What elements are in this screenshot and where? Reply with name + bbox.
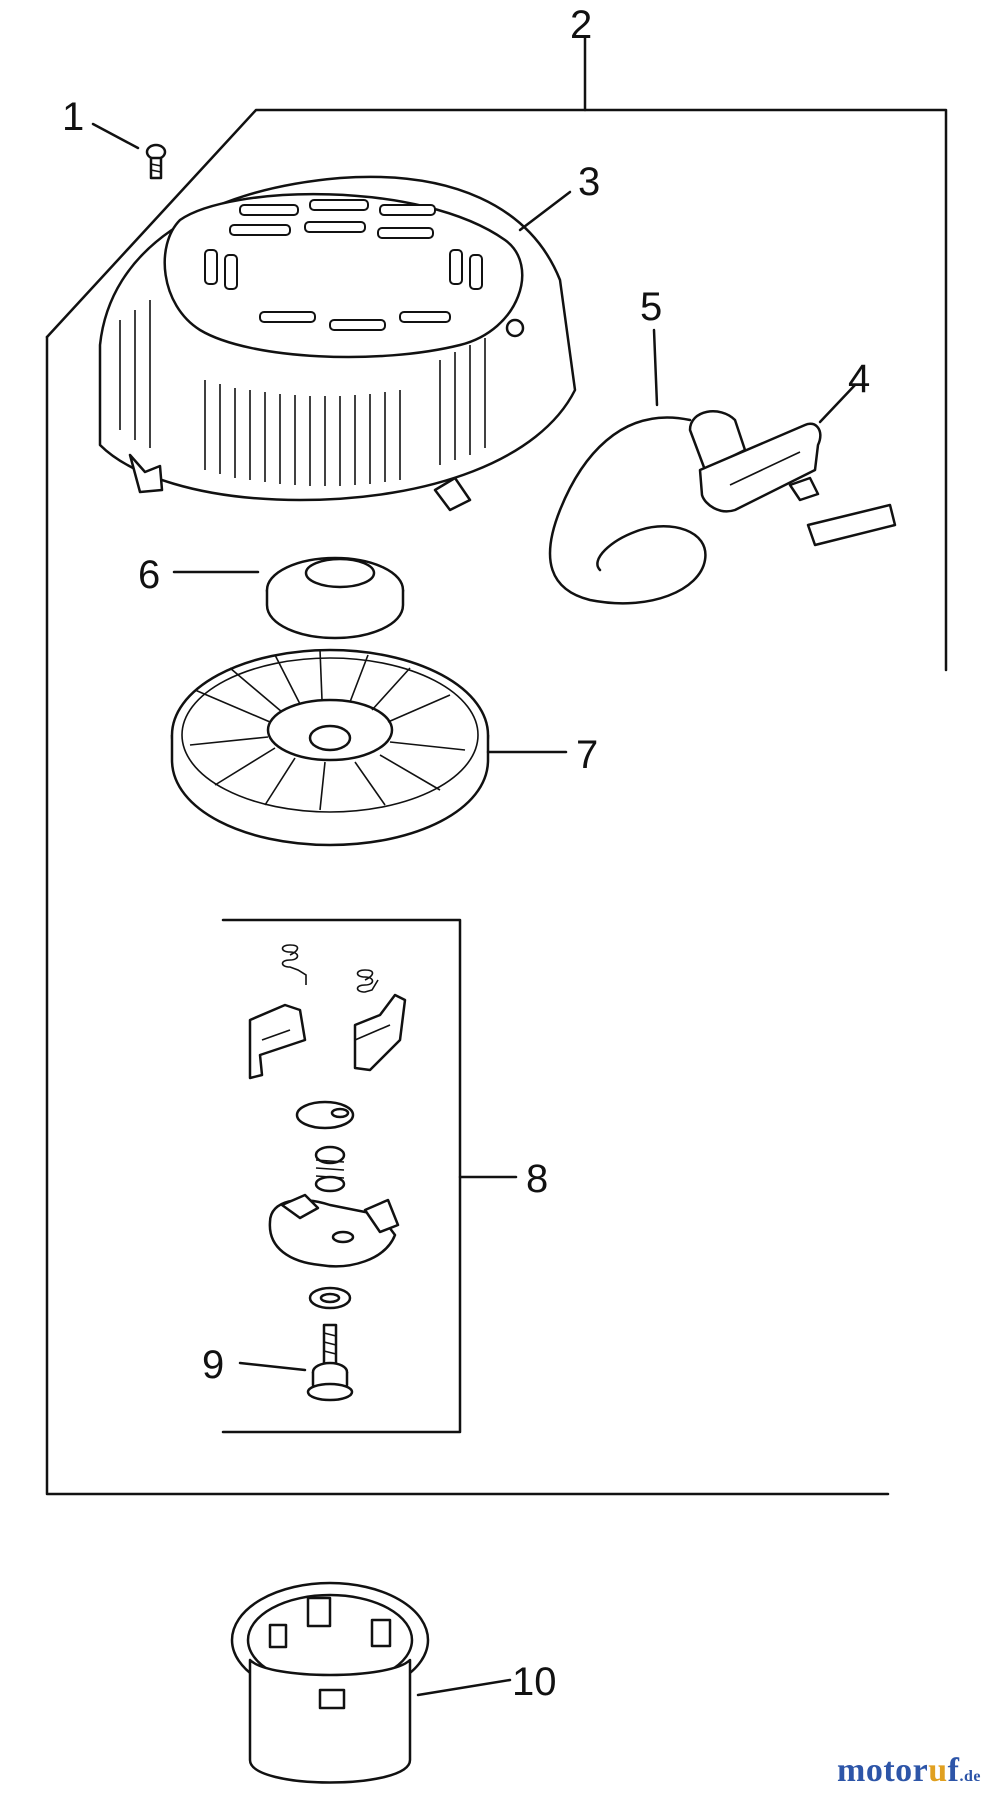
callout-labels: 1 2 3 4 5 6 7 8 9 10 bbox=[62, 3, 870, 1704]
callout-1: 1 bbox=[62, 95, 84, 139]
part-8-ratchet-kit bbox=[248, 944, 407, 1310]
assembly-bracket-8 bbox=[221, 918, 518, 1434]
watermark-logo: motoruf.de bbox=[837, 1752, 981, 1789]
callout-4: 4 bbox=[848, 357, 870, 401]
callout-9: 9 bbox=[202, 1343, 224, 1387]
callout-10: 10 bbox=[512, 1660, 557, 1704]
part-10-starter-cup bbox=[230, 1581, 512, 1784]
callout-2: 2 bbox=[570, 3, 592, 47]
housing-top-slots bbox=[204, 199, 483, 331]
part-7-recoil-reel bbox=[170, 648, 568, 847]
part-4-starter-handle bbox=[688, 383, 897, 547]
part-3-starter-housing bbox=[98, 175, 577, 512]
callout-6: 6 bbox=[138, 553, 160, 597]
callout-5: 5 bbox=[640, 285, 662, 329]
pawl-spring-left bbox=[281, 944, 307, 985]
assembly-frame-2 bbox=[45, 36, 948, 1496]
housing-side-vents bbox=[119, 300, 486, 486]
part-5-starter-rope bbox=[548, 328, 707, 605]
callout-3: 3 bbox=[578, 160, 600, 204]
reel-vanes bbox=[189, 649, 466, 811]
part-9-center-screw bbox=[238, 1323, 354, 1402]
pawl-spring-right bbox=[356, 969, 379, 993]
part-1-screw bbox=[91, 122, 167, 180]
callout-7: 7 bbox=[576, 733, 598, 777]
callout-8: 8 bbox=[526, 1157, 548, 1201]
part-6-spacer-ring bbox=[172, 556, 405, 640]
ratchet-spring bbox=[314, 1145, 346, 1193]
